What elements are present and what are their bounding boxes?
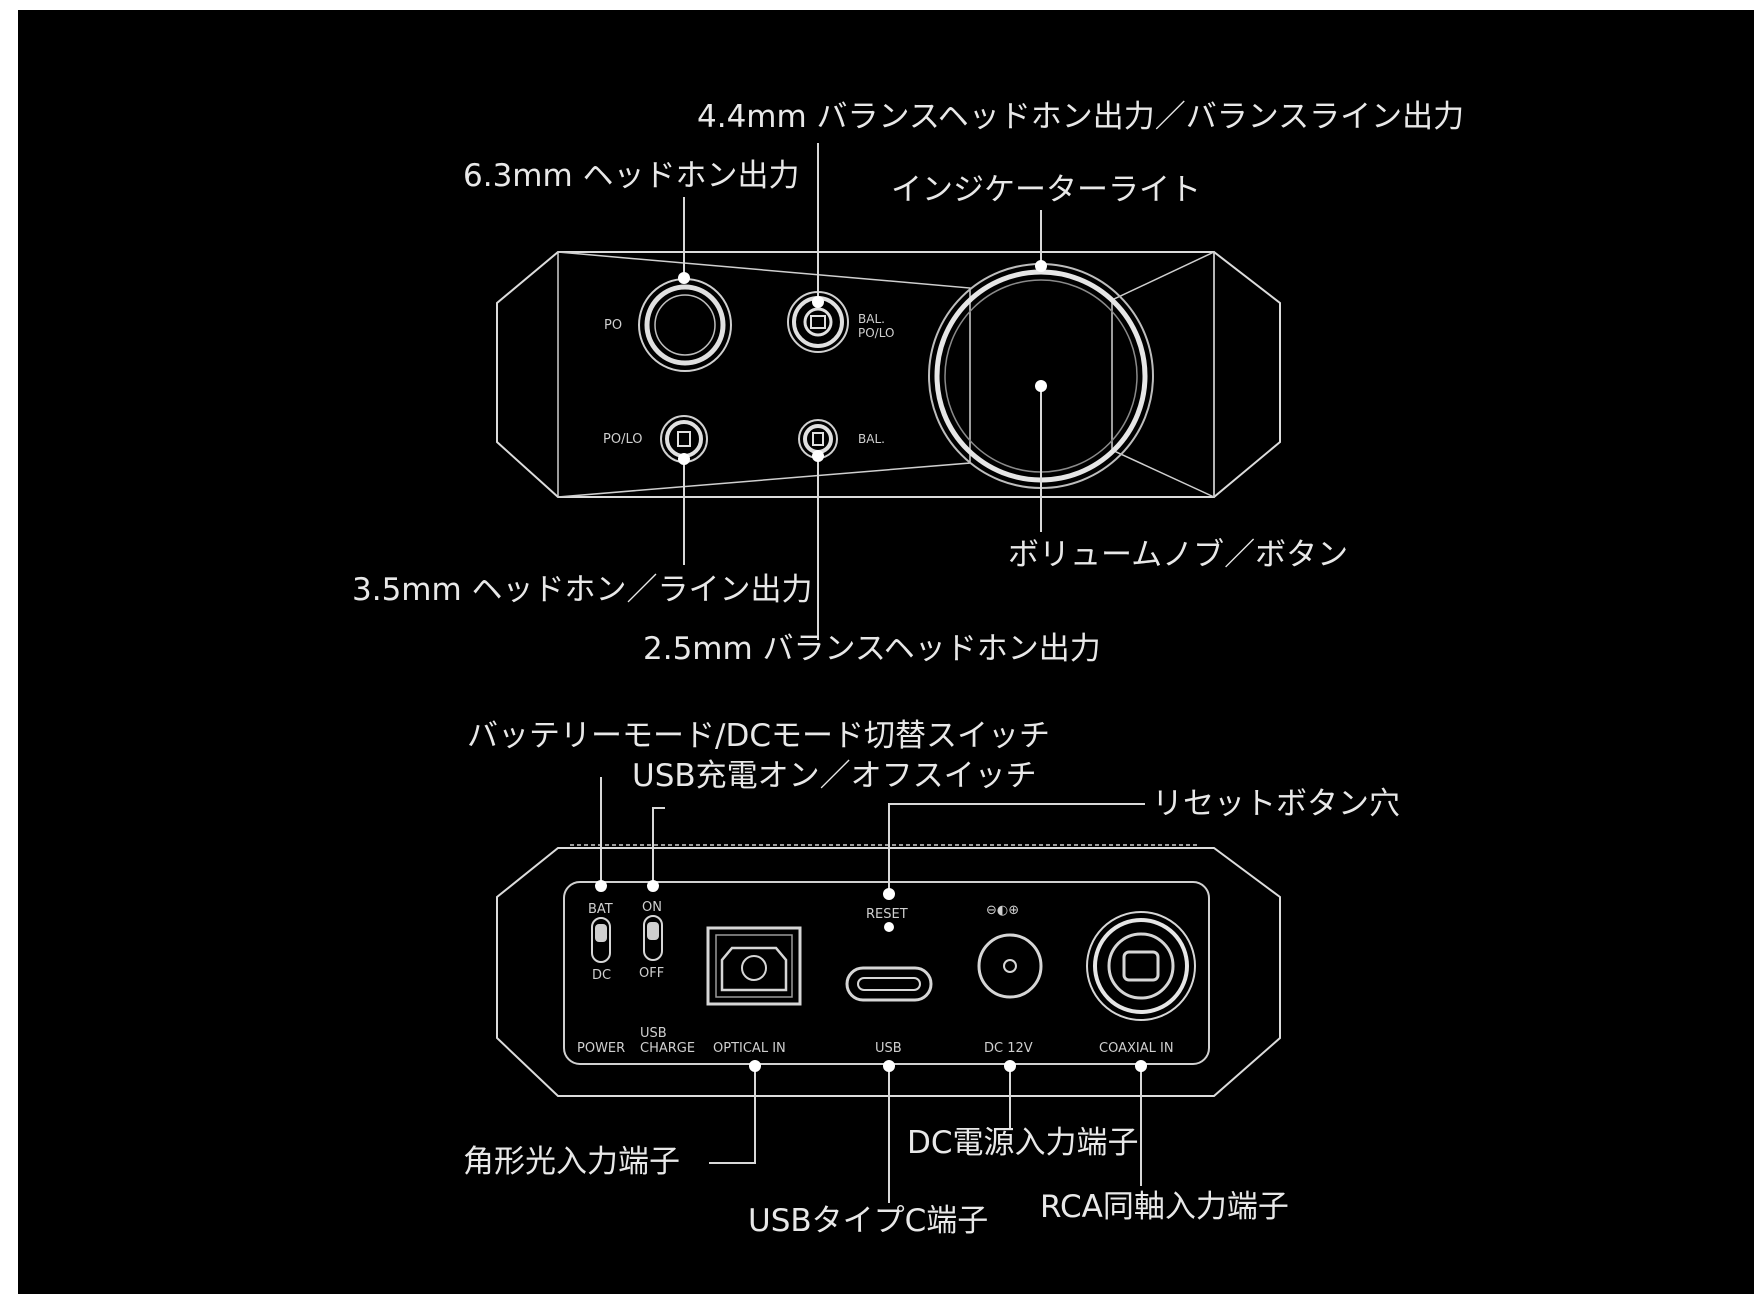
callout-usb-charge-switch: USB充電オン／オフスイッチ — [632, 758, 1037, 794]
label-power: POWER — [577, 1041, 625, 1056]
front-face-outline — [557, 251, 971, 498]
optical-port-lens — [741, 955, 767, 981]
front-panel: PO PO/LO BAL. PO/LO BAL. 4.4mm バランスヘッドホン… — [352, 99, 1464, 667]
leader-reset — [888, 803, 1145, 894]
callout-headphone-63: 6.3mm ヘッドホン出力 — [463, 158, 800, 194]
label-bal-polo-1: BAL. — [858, 312, 885, 326]
jack-63-ring — [644, 284, 726, 366]
rear-panel: BAT DC ON OFF RESET ⊖◐⊕ POWER USB CHARGE… — [463, 718, 1400, 1239]
label-usb: USB — [875, 1041, 902, 1056]
callout-rca: RCA同軸入力端子 — [1040, 1189, 1289, 1225]
label-dc: DC — [592, 968, 611, 983]
dot-reset — [883, 888, 895, 900]
switch-bat-dc-knob — [595, 924, 607, 942]
dot-25 — [812, 450, 824, 462]
dot-optical — [749, 1060, 761, 1072]
callout-volume: ボリュームノブ／ボタン — [1008, 537, 1348, 573]
label-optical-in: OPTICAL IN — [713, 1041, 786, 1056]
reset-hole — [884, 922, 894, 932]
dc-jack-outer — [977, 933, 1043, 999]
dot-dc-power — [1004, 1060, 1016, 1072]
rca-ring — [1093, 918, 1189, 1014]
usb-c-port — [845, 966, 933, 1002]
jack-44-core — [810, 315, 826, 329]
leader-optical — [709, 1066, 756, 1164]
callout-optical: 角形光入力端子 — [463, 1144, 680, 1180]
callout-headphone-35: 3.5mm ヘッドホン／ライン出力 — [352, 572, 813, 608]
label-reset: RESET — [866, 907, 908, 922]
switch-usb-charge — [643, 915, 663, 961]
label-bal-polo-2: PO/LO — [858, 326, 894, 340]
rca-outer — [1086, 911, 1196, 1021]
optical-port-outer — [706, 926, 802, 1006]
optical-port-socket — [720, 946, 788, 992]
jack-63-hole — [654, 294, 716, 356]
callout-usb-c: USBタイプC端子 — [748, 1203, 988, 1239]
label-polo: PO/LO — [603, 432, 642, 447]
label-bat: BAT — [588, 902, 613, 917]
optical-port-frame — [715, 934, 793, 998]
jack-35-core — [677, 431, 691, 447]
callout-dc-power: DC電源入力端子 — [907, 1125, 1139, 1161]
label-usb-charge-2: CHARGE — [640, 1041, 695, 1056]
rca-inner — [1107, 932, 1175, 1000]
label-bal: BAL. — [858, 432, 885, 446]
jack-44-inner — [803, 307, 833, 337]
front-body-outline — [496, 251, 1281, 498]
dot-usb-charge-switch — [647, 880, 659, 892]
dot-44 — [812, 296, 824, 308]
dot-volume — [1035, 380, 1047, 392]
rear-body-outline — [496, 847, 1281, 1097]
dot-battery-switch — [595, 880, 607, 892]
callout-indicator: インジケーターライト — [891, 172, 1201, 208]
label-coaxial-in: COAXIAL IN — [1099, 1041, 1174, 1056]
switch-bat-dc — [591, 917, 611, 963]
dot-usb-c — [883, 1060, 895, 1072]
usb-c-tongue — [857, 977, 921, 991]
dc-jack-pin — [1003, 959, 1017, 973]
callout-balanced-44: 4.4mm バランスヘッドホン出力／バランスライン出力 — [697, 99, 1464, 135]
leader-usb-charge-switch — [652, 807, 665, 886]
callout-reset-hole: リセットボタン穴 — [1152, 786, 1400, 822]
dot-35 — [678, 453, 690, 465]
dot-rca — [1135, 1060, 1147, 1072]
jack-25-core — [812, 432, 824, 446]
switch-usb-charge-knob — [647, 922, 659, 940]
dot-indicator — [1035, 260, 1047, 272]
callout-balanced-25: 2.5mm バランスヘッドホン出力 — [643, 631, 1101, 667]
dot-63 — [678, 272, 690, 284]
rca-core — [1122, 950, 1160, 982]
label-po: PO — [604, 318, 622, 333]
label-dc-symbol: ⊖◐⊕ — [986, 903, 1019, 918]
callout-battery-switch: バッテリーモード/DCモード切替スイッチ — [467, 718, 1050, 754]
label-usb-charge-1: USB — [640, 1026, 667, 1041]
label-off: OFF — [639, 966, 664, 981]
label-on: ON — [642, 900, 662, 915]
label-dc12v: DC 12V — [984, 1041, 1033, 1056]
